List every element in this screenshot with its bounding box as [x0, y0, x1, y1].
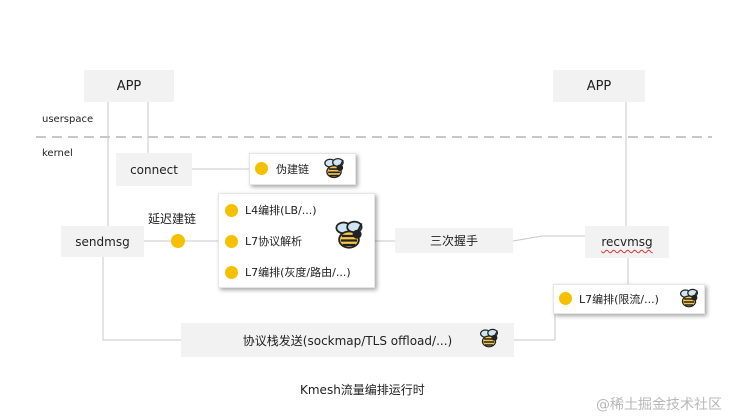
status-dot: [225, 266, 238, 279]
app-left-label: APP: [116, 78, 142, 94]
handshake-box: 三次握手: [395, 228, 513, 253]
fake-link-label: 伪建链: [276, 163, 309, 176]
app-box-left: APP: [84, 70, 174, 102]
l7-orchestration-gray-label: L7编排(灰度/路由/...): [245, 266, 351, 279]
orchestration-popup: L4编排(LB/...) L7协议解析 L7编排(灰度/路由/...): [218, 193, 375, 288]
app-right-label: APP: [586, 78, 612, 94]
watermark: @稀土掘金技术社区: [596, 397, 722, 413]
bee-icon: [480, 328, 498, 348]
status-dot: [225, 235, 238, 248]
bee-icon: [680, 288, 698, 308]
l7-limit-label: L7编排(限流/...): [579, 293, 659, 306]
sendmsg-label: sendmsg: [75, 234, 130, 249]
fake-link-popup: 伪建链: [249, 153, 356, 185]
protocol-stack-box: 协议栈发送(sockmap/TLS offload/...): [181, 323, 514, 357]
status-dot: [559, 292, 572, 305]
handshake-to-recvmsg-line: [512, 235, 585, 242]
handshake-label: 三次握手: [429, 234, 478, 248]
recvmsg-label: recvmsg: [601, 235, 653, 249]
status-dot: [225, 204, 238, 217]
protocol-stack-label: 协议栈发送(sockmap/TLS offload/...): [242, 333, 453, 348]
l7-limit-popup: L7编排(限流/...): [553, 284, 705, 314]
delayed-link-dot: [171, 234, 185, 248]
bee-icon: [324, 157, 344, 179]
status-dot: [255, 162, 268, 175]
sendmsg-to-stack-line: [102, 256, 181, 341]
app-box-right: APP: [553, 70, 645, 102]
sendmsg-box: sendmsg: [61, 226, 144, 257]
userspace-label: userspace: [42, 114, 94, 125]
bee-icon: [335, 220, 363, 249]
l4-orchestration-label: L4编排(LB/...): [245, 204, 317, 217]
recvmsg-box: recvmsg: [585, 226, 669, 258]
connect-box: connect: [116, 153, 192, 186]
l7-parse-label: L7协议解析: [245, 235, 303, 248]
stack-right-line: [514, 313, 556, 341]
kernel-label: kernel: [42, 148, 73, 159]
delayed-link-label: 延迟建链: [148, 212, 197, 226]
diagram-caption: Kmesh流量编排运行时: [300, 383, 425, 397]
connect-label: connect: [130, 162, 178, 177]
